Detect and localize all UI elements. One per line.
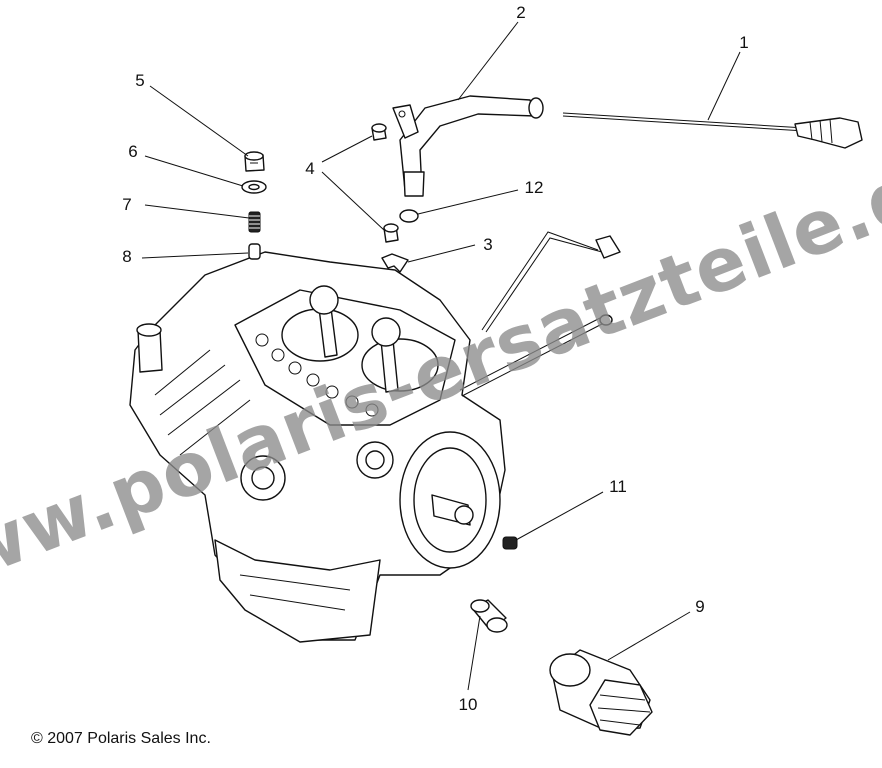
o-ring-part-12 — [399, 209, 419, 223]
callout-6: 6 — [128, 142, 137, 161]
leader-5 — [149, 85, 249, 157]
washer-part-6 — [241, 180, 267, 194]
leader-1 — [707, 51, 741, 121]
plug-part-11 — [502, 536, 518, 550]
callout-4: 4 — [305, 159, 314, 178]
pin-part-8 — [248, 243, 261, 260]
callout-labels: 1 2 3 4 5 6 7 8 9 10 11 12 — [122, 3, 748, 714]
leader-2 — [457, 21, 519, 101]
leader-10 — [467, 615, 481, 691]
screw-part-4-lower — [383, 223, 399, 243]
callout-7: 7 — [122, 195, 131, 214]
plug-bolt-part-5 — [244, 151, 265, 172]
leader-4a — [321, 135, 373, 163]
leader-3 — [407, 244, 476, 263]
callout-12: 12 — [525, 178, 544, 197]
leader-7 — [144, 204, 250, 219]
sensor-wire-assembly — [459, 231, 621, 397]
drain-fitting-part-10 — [470, 599, 508, 633]
callout-11: 11 — [609, 477, 627, 496]
callout-1: 1 — [739, 33, 748, 52]
leader-6 — [144, 155, 244, 187]
engine-crankcase — [129, 251, 506, 643]
spring-part-7 — [248, 211, 261, 233]
callout-2: 2 — [516, 3, 525, 22]
dipstick-tube-part-2 — [392, 95, 544, 197]
dipstick-part-1 — [562, 112, 863, 149]
oil-filter-part-9 — [549, 649, 653, 736]
leader-lines — [141, 21, 741, 691]
copyright-notice: © 2007 Polaris Sales Inc. — [31, 730, 211, 747]
callout-10: 10 — [459, 695, 478, 714]
leader-12 — [417, 189, 519, 215]
bracket-part-3 — [381, 253, 409, 273]
leader-8 — [141, 252, 249, 259]
leader-11 — [515, 491, 604, 541]
screw-part-4-upper — [371, 123, 387, 141]
callout-9: 9 — [695, 597, 704, 616]
callout-3: 3 — [483, 235, 492, 254]
callout-8: 8 — [122, 247, 131, 266]
callout-5: 5 — [135, 71, 144, 90]
leader-4b — [321, 171, 385, 231]
leader-9 — [607, 611, 691, 661]
